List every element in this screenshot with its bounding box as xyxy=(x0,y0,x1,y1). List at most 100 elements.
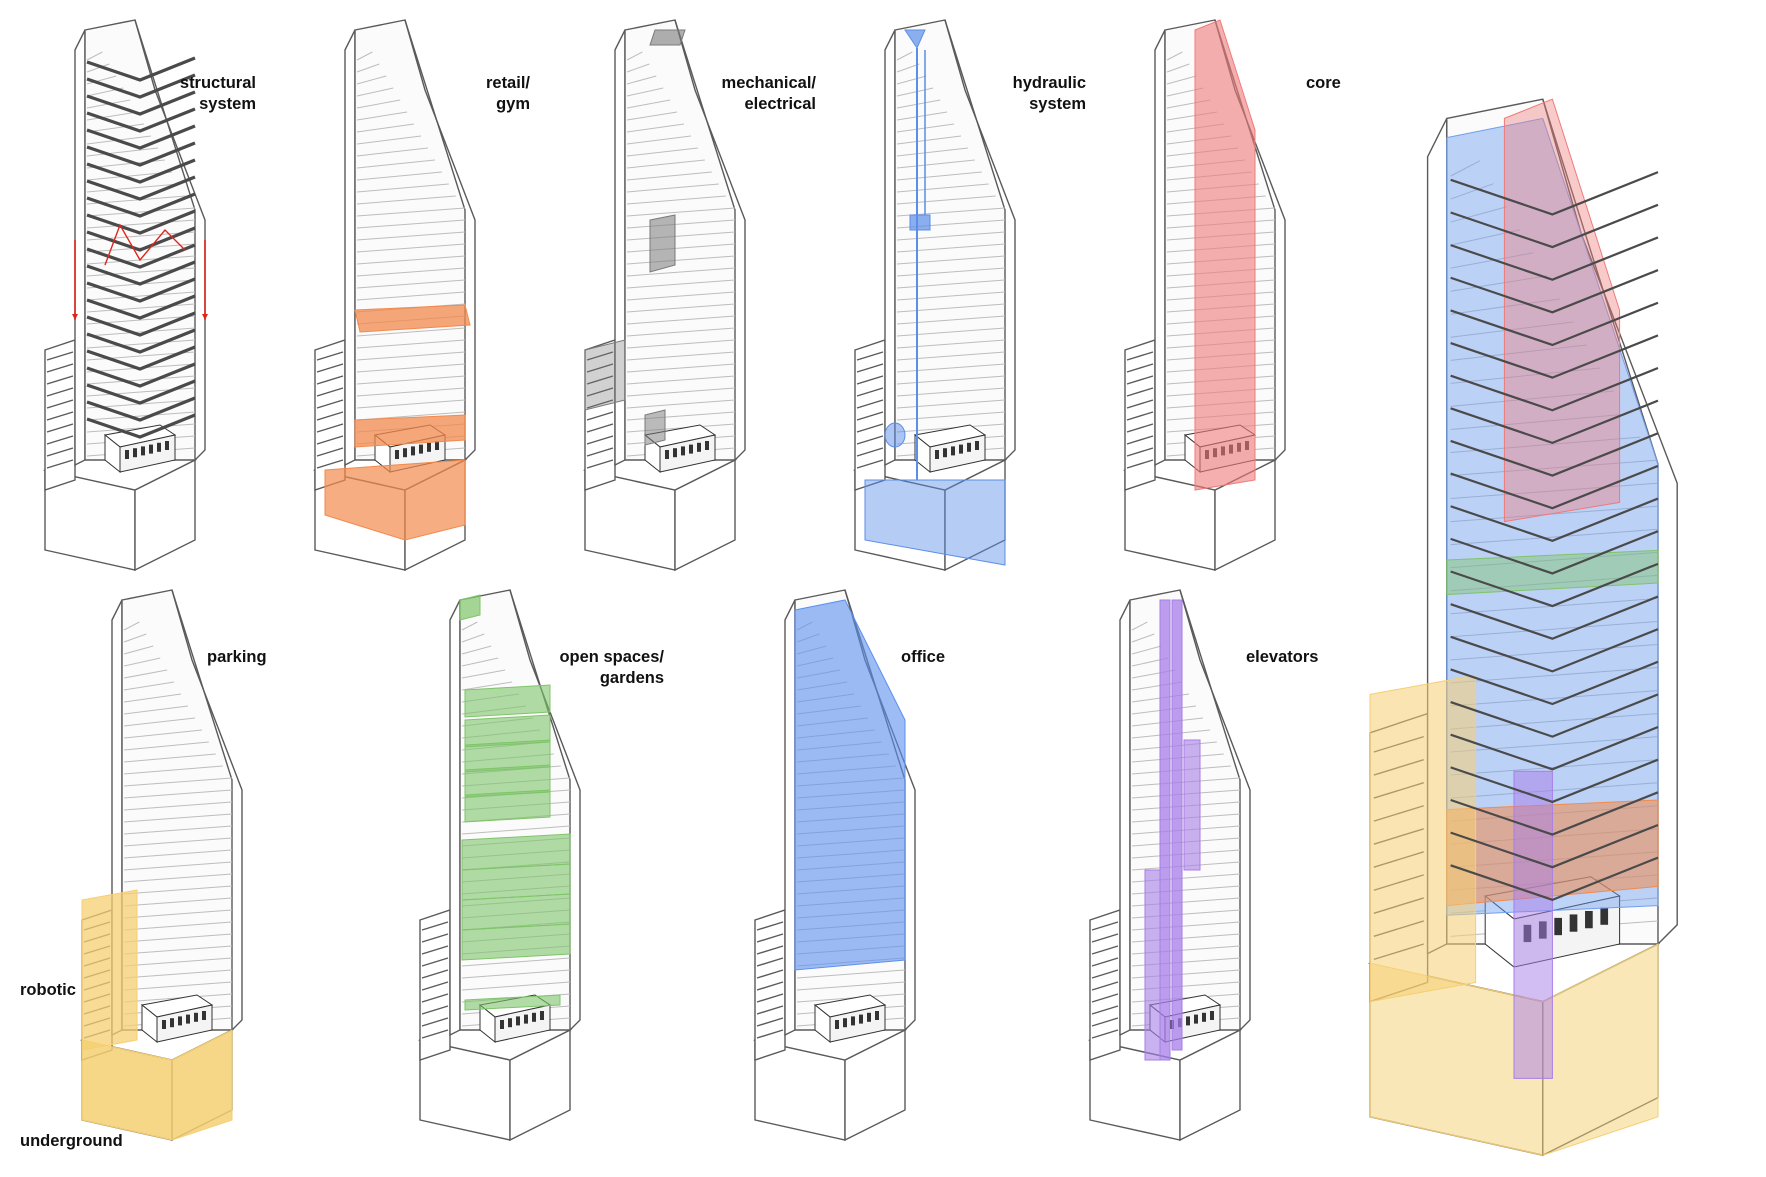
floor-slab xyxy=(1451,322,1574,337)
label-line: open spaces/ xyxy=(559,648,664,666)
annex-stair xyxy=(317,364,343,372)
floor-slab xyxy=(357,268,465,276)
annex-stair xyxy=(1127,412,1153,420)
label-line: elevators xyxy=(1246,648,1319,666)
floor-slab xyxy=(87,328,195,336)
floor-slab xyxy=(87,112,137,120)
floor-slab xyxy=(897,136,961,144)
floor-slab xyxy=(797,982,905,990)
floor-slab xyxy=(357,88,393,96)
annex-stair xyxy=(317,424,343,432)
annex-stair xyxy=(757,982,783,990)
retail-gym-base xyxy=(325,460,465,540)
floor-slab xyxy=(124,622,139,630)
annex-stair xyxy=(47,376,73,384)
floor-slab xyxy=(897,148,968,156)
tower-office xyxy=(755,590,915,1140)
tower-left-face xyxy=(1155,30,1165,465)
annex-stair xyxy=(857,376,883,384)
annex-stair xyxy=(317,400,343,408)
diagrid-member xyxy=(87,398,195,420)
floor-slab xyxy=(1451,783,1658,798)
floor-slab xyxy=(87,124,144,132)
diagrid-member xyxy=(87,415,195,437)
floor-slab xyxy=(627,268,735,276)
annex-stair xyxy=(47,424,73,432)
historic-window xyxy=(1600,907,1609,925)
floor-slab xyxy=(124,670,167,678)
diagrid-member xyxy=(1451,335,1658,377)
historic-window xyxy=(673,448,677,458)
diagrid-member xyxy=(87,126,195,148)
historic-front xyxy=(120,435,175,472)
annex-stair xyxy=(587,400,613,408)
annex-stair xyxy=(587,448,613,456)
floor-slab xyxy=(1451,529,1658,544)
annex-stair xyxy=(587,388,613,396)
floor-slab xyxy=(124,778,232,786)
sky-garden xyxy=(465,685,550,717)
diagrid-member xyxy=(1451,694,1658,736)
diagrid-member xyxy=(87,330,195,352)
diagrid-member xyxy=(87,194,195,216)
floor-slab xyxy=(897,160,975,168)
annex-stair xyxy=(422,934,448,942)
diagrid-member xyxy=(1451,662,1658,704)
annex-stair xyxy=(1127,400,1153,408)
floor-slab xyxy=(1451,483,1658,498)
historic-window xyxy=(419,444,423,454)
annex-stair xyxy=(857,364,883,372)
floor-slab xyxy=(627,388,735,396)
historic-window xyxy=(1186,1016,1190,1026)
annex-stair xyxy=(1127,352,1153,360)
composite-elevators xyxy=(1514,771,1552,1078)
office-volume xyxy=(795,600,905,970)
terrace-garden xyxy=(465,995,560,1010)
annex-stair xyxy=(1092,982,1118,990)
floor-slab xyxy=(124,946,232,954)
floor-slab xyxy=(87,340,195,348)
floor-slab xyxy=(1451,437,1641,452)
annex-stair xyxy=(757,934,783,942)
floor-slab xyxy=(124,718,195,726)
annex-stair xyxy=(47,448,73,456)
roof-garden xyxy=(460,595,480,620)
floor-slab xyxy=(897,364,1005,372)
diagrid-member xyxy=(1451,205,1658,247)
floor-slab xyxy=(357,232,465,240)
floor-slab xyxy=(897,244,1005,252)
historic-front xyxy=(660,435,715,472)
historic-window xyxy=(524,1014,528,1024)
tower-open-spaces xyxy=(420,590,580,1140)
floor-slab xyxy=(124,874,232,882)
floor-slab xyxy=(897,88,933,96)
historic-window xyxy=(851,1016,855,1026)
annex-stair xyxy=(47,436,73,444)
cistern-base xyxy=(865,480,1005,565)
diagrid-member xyxy=(1451,531,1658,573)
label-line: retail/ xyxy=(485,74,530,92)
floor-slab xyxy=(897,400,1005,408)
diagrid-member xyxy=(1451,172,1658,214)
historic-window xyxy=(403,448,407,458)
floor-slab xyxy=(627,220,735,228)
diagrid-member xyxy=(1451,792,1658,834)
floor-slab xyxy=(627,208,735,216)
floor-slab xyxy=(627,352,735,360)
floor-slab xyxy=(1451,552,1658,567)
historic-window xyxy=(665,450,669,459)
elevator-shaft xyxy=(1145,870,1160,1060)
annex-stair xyxy=(757,1030,783,1038)
historic-window xyxy=(411,446,415,456)
historic-window xyxy=(540,1011,544,1020)
floor-slab xyxy=(897,412,1005,420)
historic-window xyxy=(959,444,963,454)
diagrid-member xyxy=(87,279,195,301)
historic-window xyxy=(149,444,153,454)
historic-window xyxy=(1569,914,1578,932)
floor-slab xyxy=(357,400,465,408)
annex-stair xyxy=(1092,1030,1118,1038)
robotic-parking xyxy=(82,890,137,1050)
annex-stair xyxy=(47,460,73,468)
